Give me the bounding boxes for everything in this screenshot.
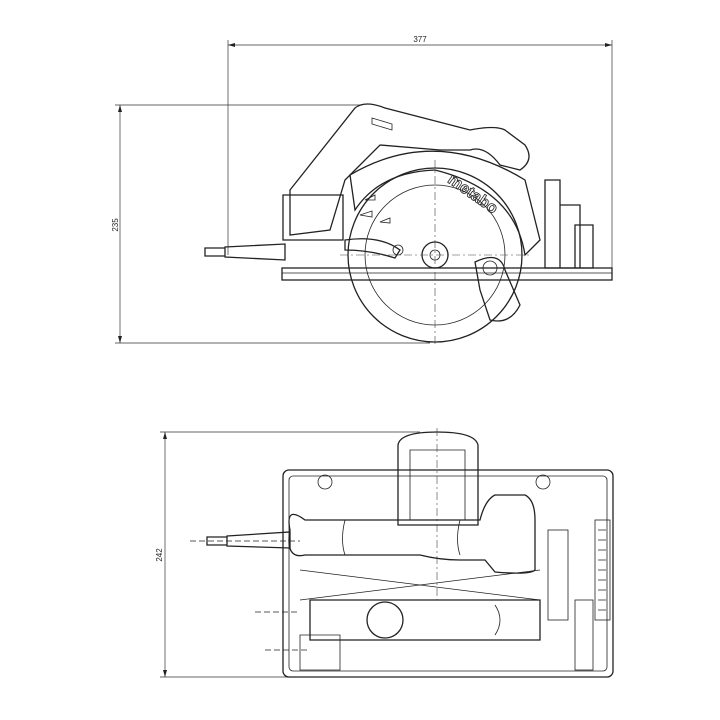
height-dimension-label: 235 [111, 218, 120, 232]
width-dimension-label: 377 [413, 35, 427, 44]
handle-top [288, 494, 536, 574]
metabo-logo: metabo [444, 171, 501, 218]
width-dimension-line: 377 [227, 35, 613, 270]
upper-blade-guard [349, 150, 541, 257]
depth-dimension-line: 242 [155, 431, 420, 678]
base-plate-top [282, 469, 614, 678]
blade-guard-top [309, 599, 541, 641]
depth-dimension-label: 242 [155, 548, 164, 562]
side-view: 377 235 metabo [111, 35, 613, 345]
top-view: 242 [155, 428, 614, 678]
base-plate [281, 267, 613, 281]
motor-housing [397, 431, 479, 526]
height-dimension-line: 235 [111, 104, 430, 344]
main-handle [289, 103, 530, 236]
